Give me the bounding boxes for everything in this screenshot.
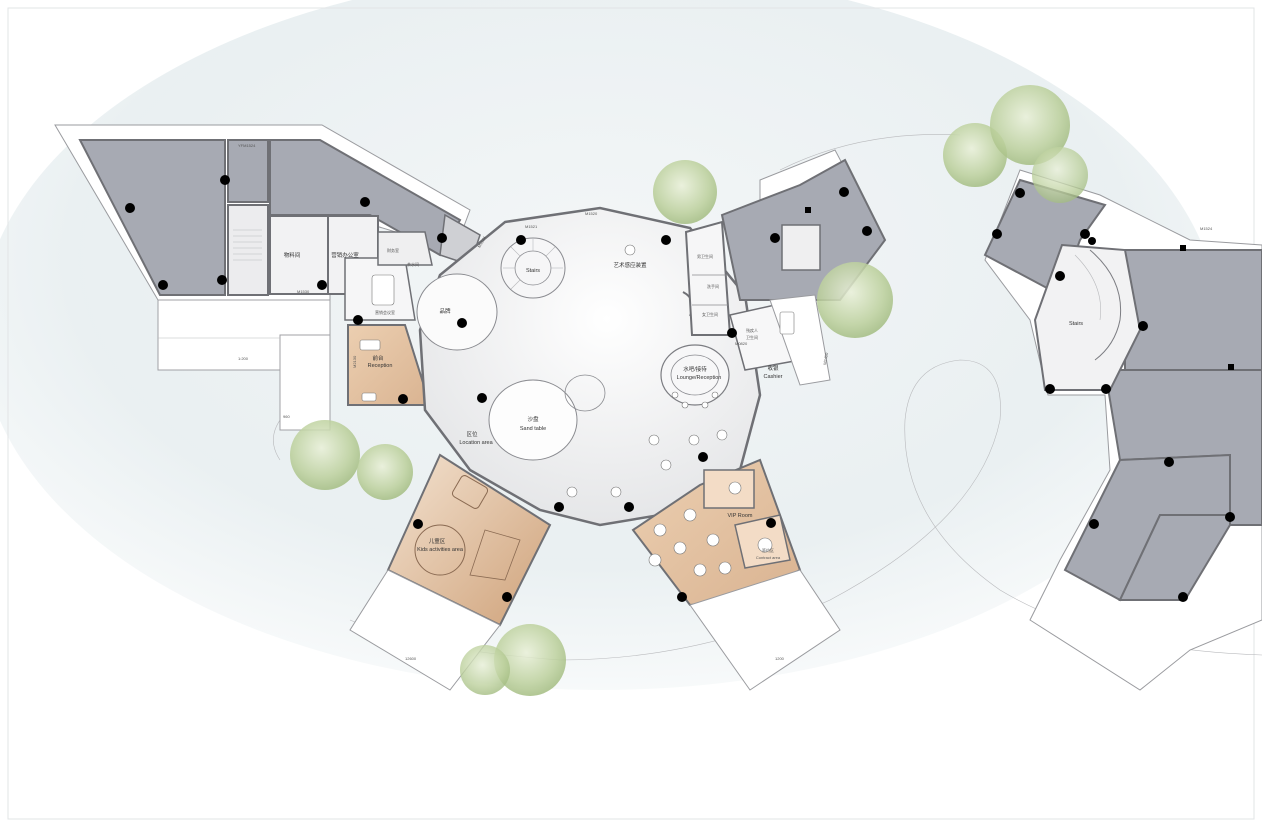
- dim-label-m1524: M1524: [477, 235, 488, 249]
- dim-label-1200: 1200: [775, 656, 785, 661]
- dim-label-m1521: M1521: [525, 224, 538, 229]
- label-contract-cn: 签约区: [762, 547, 774, 553]
- label-storage: 物料间: [284, 251, 301, 259]
- dim-label-m0820: M0820: [735, 341, 748, 346]
- label-sales-office: 营销办公室: [331, 251, 359, 259]
- sand-table: [488, 379, 578, 461]
- dim-label-m1530: M1530: [297, 289, 310, 294]
- label-stairs-center: Stairs: [526, 268, 540, 274]
- label-pantry: 茶水间: [407, 261, 419, 267]
- label-accessible-cn2: 卫生间: [746, 334, 758, 340]
- label-washroom: 洗手间: [707, 283, 719, 289]
- label-finance: 财务室: [387, 247, 399, 253]
- landscape-path-upper: [779, 134, 961, 171]
- label-cashier-cn: 收银: [767, 364, 779, 372]
- trees: [290, 85, 1088, 696]
- label-stairs-right: Stairs: [1069, 321, 1083, 327]
- label-female-wc: 女卫生间: [702, 311, 718, 317]
- structural-columns: [125, 175, 1235, 602]
- lounge-bar: [660, 344, 730, 406]
- label-sand-cn: 沙盘: [527, 415, 539, 423]
- dim-label-m2130: M2130: [352, 355, 357, 368]
- cafe-tables: [566, 244, 728, 498]
- label-accessible-cn: 残疾人: [746, 327, 758, 333]
- restroom-block: [684, 220, 732, 336]
- brand-platform: [416, 273, 498, 351]
- contract-tables: [648, 481, 773, 577]
- dim-label-m2450: M2450: [822, 351, 829, 365]
- label-kids-cn: 儿童区: [429, 537, 446, 545]
- label-meeting-room: 营销会议室: [375, 309, 395, 315]
- label-art-installation: 艺术感应装置: [613, 261, 647, 269]
- label-reception-en: Reception: [368, 363, 393, 369]
- dim-label-m1524-right: M1524: [1200, 226, 1213, 231]
- grey-block-west: [78, 139, 226, 296]
- label-reception-cn: 前台: [372, 354, 384, 362]
- landscape-path: [349, 359, 1262, 661]
- right-wing: [983, 169, 1262, 691]
- label-lounge-cn: 水吧/接待: [683, 365, 707, 373]
- label-location-en: Location area: [459, 440, 493, 446]
- label-sand-en: Sand table: [520, 426, 546, 432]
- room-labels: YFM1524 M1524 M1520 M1530 M2130 M1521 M2…: [238, 143, 1213, 560]
- dim-label-960: 960: [283, 414, 290, 419]
- label-contract-en: Contract area: [756, 555, 781, 560]
- dim-label-12600: 12600: [405, 656, 417, 661]
- label-location-cn: 区位: [466, 430, 478, 438]
- label-male-wc: 男卫生间: [697, 253, 713, 259]
- label-kids-en: Kids activities area: [417, 547, 464, 553]
- label-lounge-en: Lounge/Reception: [677, 375, 722, 381]
- label-cashier-en: Cashier: [764, 374, 783, 380]
- label-vip-room: VIP Room: [728, 513, 753, 519]
- dim-label-m1520: M1520: [585, 211, 598, 216]
- label-brand: 品牌: [439, 307, 451, 315]
- dim-label-yfm1524: YFM1524: [238, 143, 256, 148]
- dim-label-scale: 1:200: [238, 356, 249, 361]
- storage-room: [269, 215, 329, 295]
